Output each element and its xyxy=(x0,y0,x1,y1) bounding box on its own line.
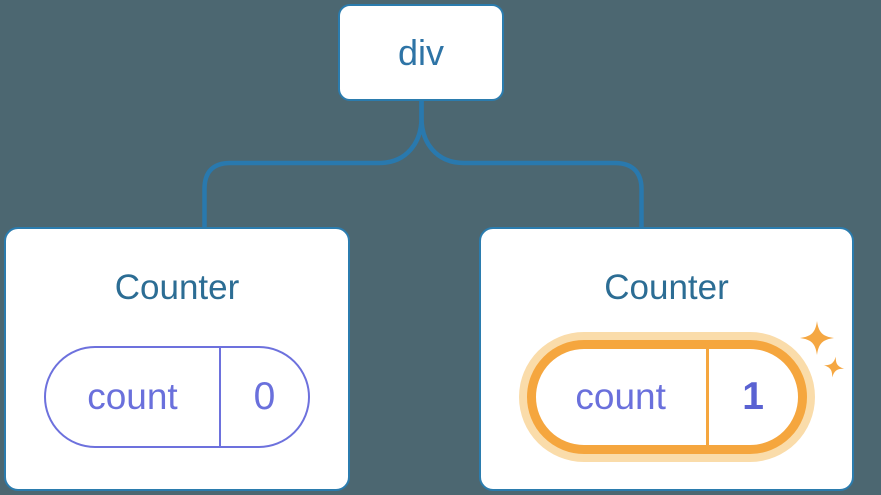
state-value: 1 xyxy=(705,348,798,445)
connector-right-branch xyxy=(419,100,644,228)
sparkle-star-large xyxy=(800,321,834,355)
state-name-label: count xyxy=(575,376,666,417)
root-node-div: div xyxy=(338,4,504,101)
counter-card-left: Counter count 0 xyxy=(4,227,350,491)
sparkle-star-small xyxy=(823,356,845,378)
state-pill: count 0 xyxy=(44,345,310,448)
state-pill-highlighted: count 1 xyxy=(526,339,807,454)
counter-card-right: Counter count 1 xyxy=(479,227,854,491)
component-title: Counter xyxy=(604,268,729,307)
state-value: 0 xyxy=(218,347,308,446)
connector-left-branch xyxy=(202,100,424,228)
component-title: Counter xyxy=(114,268,240,307)
root-node-label: div xyxy=(397,31,445,73)
state-name-label: count xyxy=(87,376,178,417)
sparkles-icon xyxy=(800,321,845,378)
